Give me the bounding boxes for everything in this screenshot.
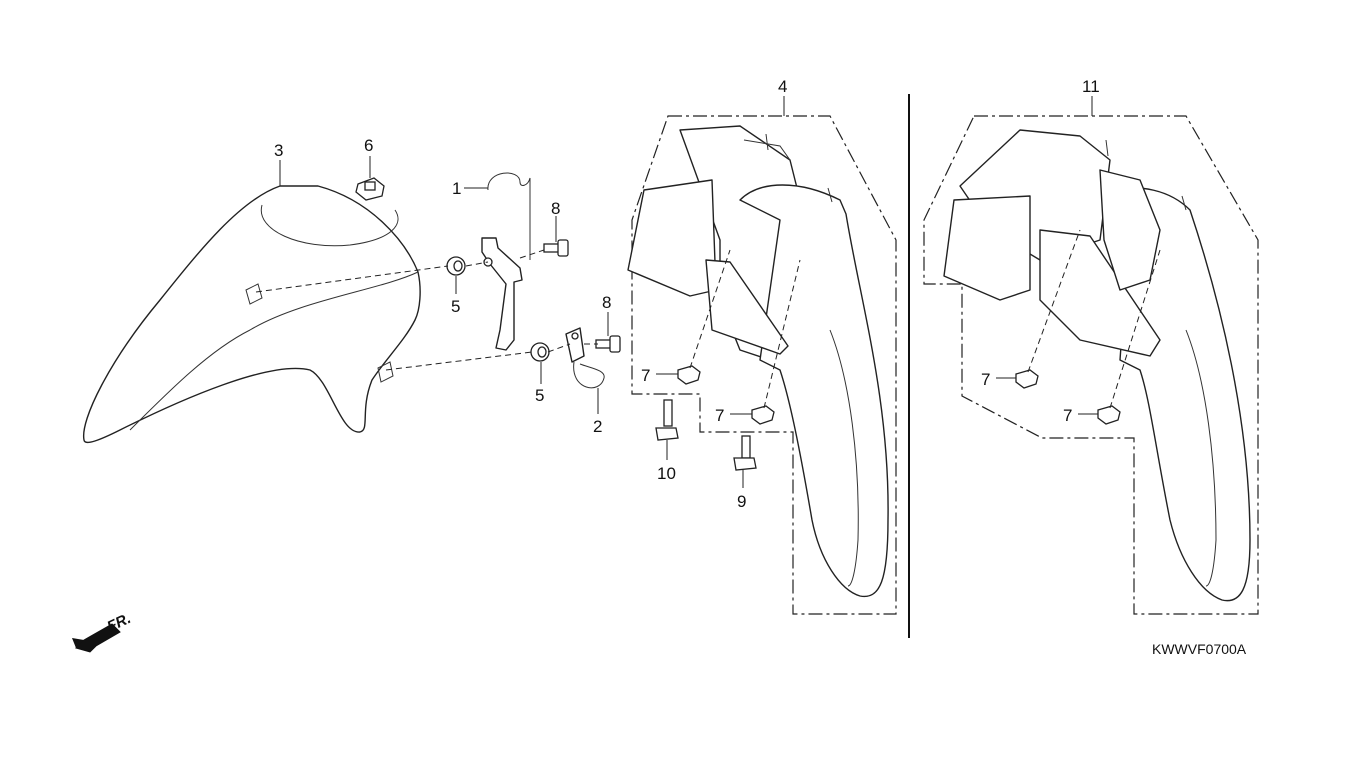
bolt-part-9[interactable] — [733, 435, 757, 471]
nut-part-c[interactable] — [1015, 369, 1039, 389]
callout-2: 2 — [593, 417, 602, 436]
diagram-code: KWWVF0700A — [1152, 641, 1247, 657]
callout-7-c: 7 — [981, 370, 990, 389]
clip-nut-part[interactable] — [355, 177, 385, 201]
washer-part-upper[interactable] — [446, 256, 466, 276]
callout-8-lower: 8 — [602, 293, 611, 312]
nut-part-b[interactable] — [751, 405, 775, 425]
inner-fender-variant-part[interactable] — [943, 129, 1251, 602]
cable-clip-part[interactable] — [565, 327, 605, 389]
screw-part-upper[interactable] — [543, 239, 569, 257]
assembly-line-screw-lower — [547, 343, 598, 353]
assembly-line-upper — [255, 265, 449, 293]
callout-1: 1 — [452, 179, 461, 198]
inner-fender-group — [631, 115, 897, 615]
cable-guide-bracket-part[interactable] — [481, 172, 531, 351]
nut-part-d[interactable] — [1097, 405, 1121, 425]
assembly-line-screw-upper — [465, 249, 545, 267]
front-direction-label: FR. — [105, 610, 134, 636]
callout-9: 9 — [737, 492, 746, 511]
bolt-part-10[interactable] — [655, 399, 679, 441]
screw-part-lower[interactable] — [595, 335, 621, 353]
callout-10: 10 — [657, 464, 676, 483]
callout-8-upper: 8 — [551, 199, 560, 218]
leader-lines — [279, 96, 1098, 488]
assembly-line-lower — [385, 351, 533, 371]
callout-6: 6 — [364, 136, 373, 155]
assembly-line-nut-a — [689, 249, 731, 369]
front-direction-arrow-icon — [72, 623, 121, 653]
nut-part-a[interactable] — [677, 365, 701, 385]
callout-4: 4 — [778, 77, 787, 96]
callout-7-d: 7 — [1063, 406, 1072, 425]
assembly-line-nut-d — [1109, 249, 1161, 409]
callout-3: 3 — [274, 141, 283, 160]
callout-11: 11 — [1082, 77, 1100, 96]
callout-5-lower: 5 — [535, 386, 544, 405]
callout-5-upper: 5 — [451, 297, 460, 316]
assembly-line-nut-b — [763, 259, 801, 409]
assembly-line-nut-c — [1027, 229, 1081, 373]
washer-part-lower[interactable] — [530, 342, 550, 362]
front-fender-part[interactable] — [82, 185, 421, 444]
callout-7-a: 7 — [641, 366, 650, 385]
callout-7-b: 7 — [715, 406, 724, 425]
inner-fender-part[interactable] — [627, 125, 889, 598]
inner-fender-variant-group — [923, 115, 1259, 615]
